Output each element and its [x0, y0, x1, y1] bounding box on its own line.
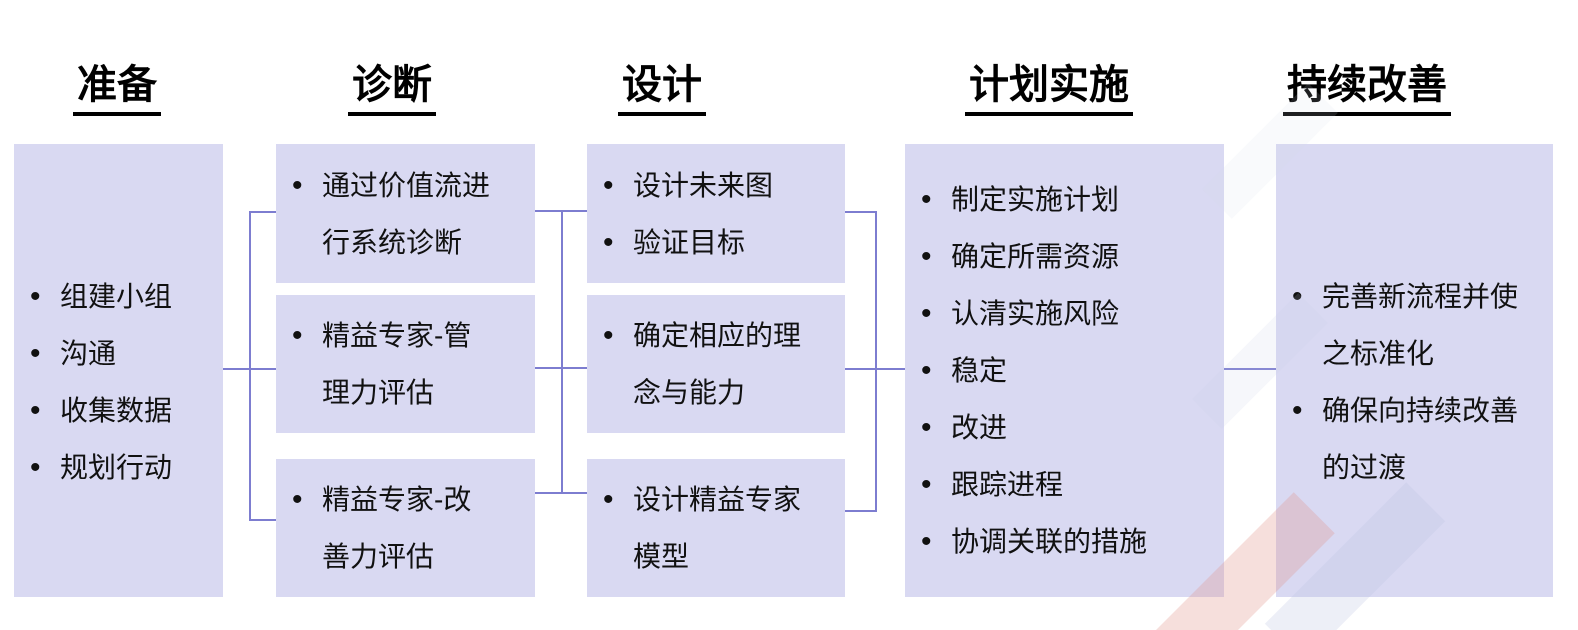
column-header-label: 诊断: [348, 62, 436, 116]
bullet-icon: •: [603, 483, 614, 516]
column-header-1: 准备: [73, 62, 161, 116]
stage-box-3-3: • 设计精益专家模型: [587, 459, 845, 597]
bullet-item-text: 稳定: [951, 355, 1008, 386]
bullet-item: • 确定所需资源: [905, 228, 1224, 285]
bullet-item: • 精益专家-改善力评估: [276, 471, 535, 585]
bullet-item-text: 改进: [951, 412, 1008, 443]
connector-horizontal-line: [845, 510, 877, 512]
stage-box-5-1: • 完善新流程并使之标准化 • 确保向持续改善的过渡: [1276, 144, 1553, 597]
stage-box-2-1: • 通过价值流进行系统诊断: [276, 144, 535, 283]
bullet-item: • 改进: [905, 399, 1224, 456]
bullet-icon: •: [921, 411, 932, 444]
column-header-label: 设计: [618, 62, 706, 116]
connector-horizontal-line: [251, 519, 276, 521]
connector-vertical-line: [875, 211, 877, 512]
stage-box-1-1: • 组建小组 • 沟通 • 收集数据 • 规划行动: [14, 144, 223, 597]
bullet-item-text: 认清实施风险: [951, 298, 1120, 329]
bullet-icon: •: [1292, 393, 1303, 427]
stage-box-2-2: • 精益专家-管理力评估: [276, 295, 535, 433]
stage-box-3-2: • 确定相应的理念与能力: [587, 295, 845, 433]
bullet-icon: •: [921, 354, 932, 387]
column-header-label: 计划实施: [965, 62, 1133, 116]
bullet-item-text: 精益专家-改善力评估: [322, 484, 472, 572]
bullet-icon: •: [292, 168, 303, 202]
bullet-item-text: 跟踪进程: [951, 469, 1064, 500]
bullet-item: • 精益专家-管理力评估: [276, 307, 535, 421]
bullet-item-text: 设计精益专家模型: [633, 484, 802, 572]
column-header-label: 持续改善: [1283, 62, 1451, 116]
bullet-item-text: 制定实施计划: [951, 184, 1120, 215]
bullet-icon: •: [921, 183, 932, 216]
bullet-item-text: 规划行动: [60, 451, 173, 483]
bullet-icon: •: [30, 279, 41, 313]
bullet-item: • 制定实施计划: [905, 171, 1224, 228]
bullet-icon: •: [292, 319, 303, 352]
column-header-4: 计划实施: [965, 62, 1133, 116]
bullet-icon: •: [921, 297, 932, 330]
connector-vertical-line: [561, 210, 563, 494]
bullet-item: • 验证目标: [587, 214, 845, 271]
bullet-icon: •: [921, 240, 932, 273]
bullet-icon: •: [30, 450, 41, 484]
bullet-icon: •: [921, 468, 932, 501]
bullet-item-text: 组建小组: [60, 280, 173, 312]
bullet-item: • 设计精益专家模型: [587, 471, 845, 585]
bullet-item: • 收集数据: [14, 382, 223, 439]
stage-box-4-1: • 制定实施计划 • 确定所需资源 • 认清实施风险 • 稳定 • 改进 • 跟踪进程 • 协调关联的措施: [905, 144, 1224, 597]
stage-box-2-3: • 精益专家-改善力评估: [276, 459, 535, 597]
bullet-item-text: 收集数据: [60, 394, 173, 426]
bullet-item: • 协调关联的措施: [905, 513, 1224, 570]
bullet-item-text: 验证目标: [633, 226, 746, 258]
bullet-item-text: 确定所需资源: [951, 241, 1120, 272]
connector-horizontal-line: [845, 211, 877, 213]
bullet-item-text: 沟通: [60, 337, 117, 369]
connector-horizontal-line: [251, 211, 276, 213]
bullet-item-text: 完善新流程并使之标准化: [1322, 280, 1519, 369]
column-header-2: 诊断: [348, 62, 436, 116]
bullet-item: • 规划行动: [14, 439, 223, 496]
bullet-icon: •: [603, 225, 614, 259]
bullet-icon: •: [30, 336, 41, 370]
bullet-item: • 组建小组: [14, 268, 223, 325]
bullet-item: • 设计未来图: [587, 157, 845, 214]
bullet-item: • 完善新流程并使之标准化: [1276, 268, 1553, 382]
bullet-icon: •: [30, 393, 41, 427]
bullet-item-text: 精益专家-管理力评估: [322, 320, 472, 408]
bullet-icon: •: [603, 319, 614, 352]
bullet-item: • 沟通: [14, 325, 223, 382]
bullet-icon: •: [603, 168, 614, 202]
column-header-label: 准备: [73, 62, 161, 116]
bullet-item-text: 通过价值流进行系统诊断: [322, 169, 491, 258]
bullet-item-text: 协调关联的措施: [951, 526, 1148, 557]
column-header-5: 持续改善: [1283, 62, 1451, 116]
bullet-item-text: 确保向持续改善的过渡: [1322, 394, 1519, 483]
bullet-item: • 通过价值流进行系统诊断: [276, 157, 535, 271]
bullet-icon: •: [921, 525, 932, 558]
column-header-3: 设计: [618, 62, 706, 116]
bullet-item: • 确保向持续改善的过渡: [1276, 382, 1553, 496]
bullet-icon: •: [292, 483, 303, 516]
bullet-icon: •: [1292, 279, 1303, 313]
bullet-item-text: 设计未来图: [633, 169, 774, 201]
bullet-item: • 稳定: [905, 342, 1224, 399]
bullet-item-text: 确定相应的理念与能力: [633, 320, 802, 408]
bullet-item: • 认清实施风险: [905, 285, 1224, 342]
bullet-item: • 跟踪进程: [905, 456, 1224, 513]
connector-vertical-line: [249, 211, 251, 521]
connector-horizontal-line: [1224, 368, 1276, 370]
stage-box-3-1: • 设计未来图 • 验证目标: [587, 144, 845, 283]
bullet-item: • 确定相应的理念与能力: [587, 307, 845, 421]
